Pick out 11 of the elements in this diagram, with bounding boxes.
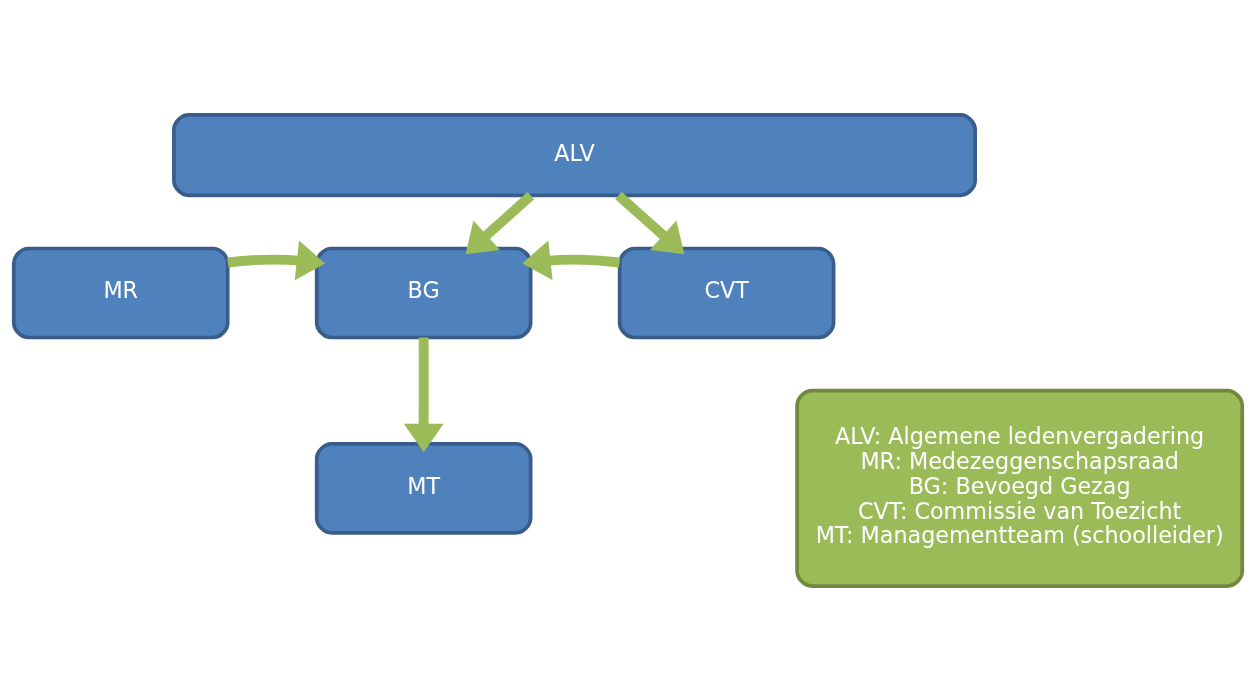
arrow (522, 240, 621, 280)
arrow (403, 337, 444, 452)
node-box: BG (314, 246, 533, 339)
node-box: ALV: Algemene ledenvergadering MR: Medezeggenschapsraad BG: Bevoegd Gezag CVT: Commissie van Toezicht MT: Managementteam (schoolleider) (795, 388, 1245, 588)
arrow (615, 191, 685, 254)
arrow (227, 240, 326, 280)
arrow (465, 191, 535, 254)
node-box: MR (11, 246, 230, 339)
node-box: ALV (172, 112, 977, 197)
node-box: CVT (617, 246, 836, 339)
node-box: MT (314, 441, 533, 535)
